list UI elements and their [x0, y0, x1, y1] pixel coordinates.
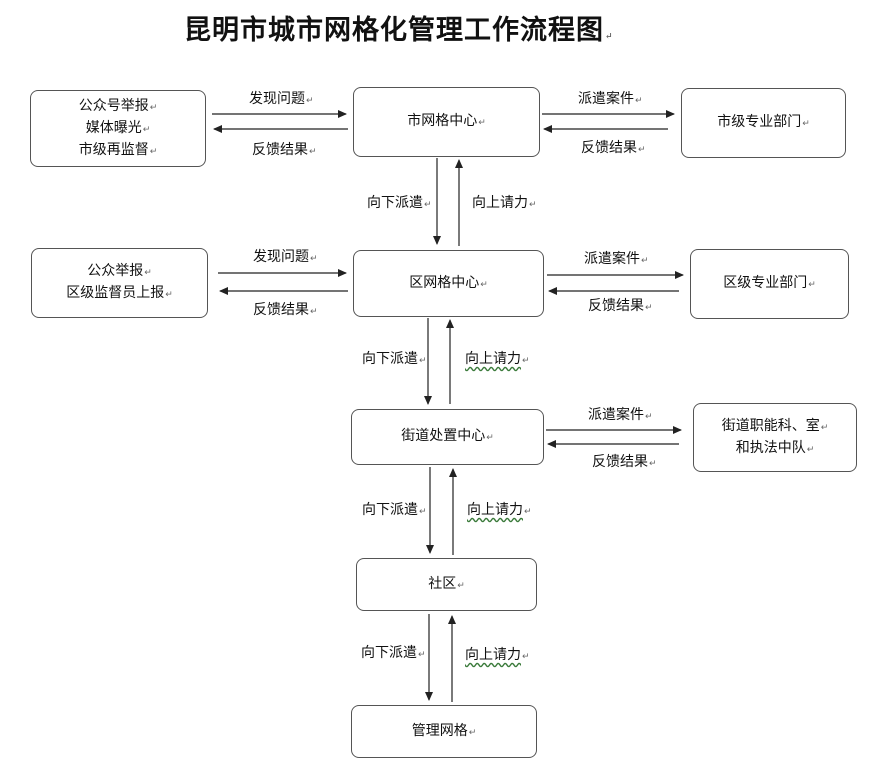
diagram-title: 昆明市城市网格化管理工作流程图↵: [184, 15, 614, 46]
label-discover-district: 发现问题↵: [253, 249, 318, 265]
city-sources-box: 公众号举报↵ 媒体曝光↵ 市级再监督↵: [30, 90, 206, 167]
label-down-street: 向下派遣↵: [362, 502, 427, 518]
label-dispatch-city: 派遣案件↵: [578, 91, 643, 107]
city-departments-box: 市级专业部门↵: [681, 88, 846, 158]
label-discover-city: 发现问题↵: [249, 91, 314, 107]
street-center-box: 街道处置中心↵: [351, 409, 544, 465]
district-grid-center-box: 区网格中心↵: [353, 250, 544, 317]
label-feedback-district-right: 反馈结果↵: [588, 298, 653, 314]
label-down-community: 向下派遣↵: [361, 645, 426, 661]
label-dispatch-district: 派遣案件↵: [584, 251, 649, 267]
label-dispatch-street: 派遣案件↵: [588, 407, 653, 423]
label-up-city: 向上请力↵: [472, 195, 537, 211]
label-up-district: 向上请力↵: [465, 351, 530, 367]
label-feedback-district-left: 反馈结果↵: [253, 302, 318, 318]
label-up-community: 向上请力↵: [465, 647, 530, 663]
label-up-street: 向上请力↵: [467, 502, 532, 518]
street-departments-box: 街道职能科、室↵ 和执法中队↵: [693, 403, 857, 472]
community-box: 社区↵: [356, 558, 537, 611]
city-grid-center-box: 市网格中心↵: [353, 87, 540, 157]
label-feedback-city-right: 反馈结果↵: [581, 140, 646, 156]
label-down-city: 向下派遣↵: [367, 195, 432, 211]
district-sources-box: 公众举报↵ 区级监督员上报↵: [31, 248, 208, 318]
label-feedback-city-left: 反馈结果↵: [252, 142, 317, 158]
management-grid-box: 管理网格↵: [351, 705, 537, 758]
label-down-district: 向下派遣↵: [362, 351, 427, 367]
label-feedback-street: 反馈结果↵: [592, 454, 657, 470]
district-departments-box: 区级专业部门↵: [690, 249, 849, 319]
